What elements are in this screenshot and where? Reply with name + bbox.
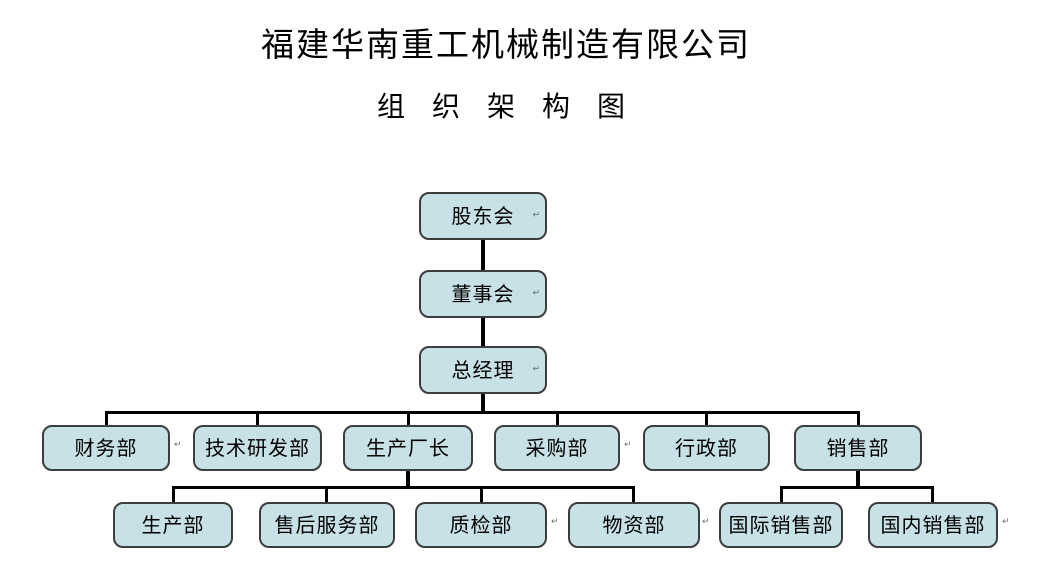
org-node-finance-dept[interactable]: 财务部 <box>42 425 170 471</box>
org-node-label: 总经理 <box>451 360 515 382</box>
org-node-production-dept[interactable]: 生产部 <box>113 502 233 548</box>
connector-drop-qc <box>480 486 483 502</box>
org-node-label: 质检部 <box>449 515 513 537</box>
org-node-label: 物资部 <box>602 515 666 537</box>
org-node-label: 国内销售部 <box>880 515 986 537</box>
paragraph-mark-icon: ↵ <box>174 440 182 450</box>
connector-plant-trunk <box>406 471 410 488</box>
connector-drop-materials <box>632 486 635 502</box>
org-node-shareholders[interactable]: 股东会 ↵ <box>419 192 547 240</box>
connector-drop-rd <box>256 411 259 425</box>
diagram-subtitle: 组 织 架 构 图 <box>376 92 635 123</box>
org-node-purchasing-dept[interactable]: 采购部 <box>494 425 620 471</box>
connector-production-children-hline <box>172 486 635 489</box>
org-node-label: 国际销售部 <box>728 515 834 537</box>
org-node-after-sales-dept[interactable]: 售后服务部 <box>259 502 395 548</box>
org-node-label: 行政部 <box>675 438 738 460</box>
connector-drop-intl-sales <box>780 486 783 502</box>
org-node-sales-dept[interactable]: 销售部 <box>794 425 922 471</box>
connector-drop-finance <box>105 411 108 425</box>
connector-board-gm <box>481 318 485 346</box>
connector-drop-domestic-sales <box>931 486 934 502</box>
org-node-label: 售后服务部 <box>274 515 380 537</box>
org-node-materials-dept[interactable]: 物资部 <box>568 502 700 548</box>
org-node-label: 生产部 <box>141 515 205 537</box>
org-node-label: 财务部 <box>74 438 138 460</box>
org-node-board[interactable]: 董事会 ↵ <box>419 270 547 318</box>
connector-departments-hline <box>105 411 860 414</box>
org-node-intl-sales-dept[interactable]: 国际销售部 <box>719 502 843 548</box>
org-node-production-director[interactable]: 生产厂长 <box>343 425 473 471</box>
connector-drop-admin <box>705 411 708 425</box>
connector-sales-trunk <box>856 471 860 488</box>
paragraph-mark-icon: ↵ <box>532 364 540 375</box>
paragraph-mark-icon: ↵ <box>532 288 540 299</box>
connector-shareholders-board <box>481 240 485 270</box>
connector-gm-trunk <box>481 394 485 413</box>
org-node-label: 董事会 <box>451 284 515 306</box>
paragraph-mark-icon: ↵ <box>1002 517 1010 527</box>
paragraph-mark-icon: ↵ <box>702 517 710 527</box>
connector-drop-aftersales <box>325 486 328 502</box>
connector-drop-plant <box>407 411 410 425</box>
connector-drop-sales <box>857 411 860 425</box>
connector-drop-purchasing <box>556 411 559 425</box>
connector-sales-children-hline <box>780 486 934 489</box>
org-node-label: 股东会 <box>451 206 515 228</box>
company-title: 福建华南重工机械制造有限公司 <box>261 28 751 64</box>
org-node-general-manager[interactable]: 总经理 ↵ <box>419 346 547 394</box>
paragraph-mark-icon: ↵ <box>532 210 540 221</box>
org-node-label: 生产厂长 <box>366 438 450 460</box>
org-node-label: 采购部 <box>525 438 589 460</box>
paragraph-mark-icon: ↵ <box>551 517 559 527</box>
org-node-admin-dept[interactable]: 行政部 <box>643 425 770 471</box>
org-node-qc-dept[interactable]: 质检部 <box>415 502 547 548</box>
connector-drop-production <box>172 486 175 502</box>
paragraph-mark-icon: ↵ <box>624 440 632 450</box>
org-node-rd-dept[interactable]: 技术研发部 <box>193 425 322 471</box>
org-node-label: 技术研发部 <box>205 438 310 460</box>
org-node-domestic-sales-dept[interactable]: 国内销售部 <box>868 502 998 548</box>
org-node-label: 销售部 <box>826 438 890 460</box>
